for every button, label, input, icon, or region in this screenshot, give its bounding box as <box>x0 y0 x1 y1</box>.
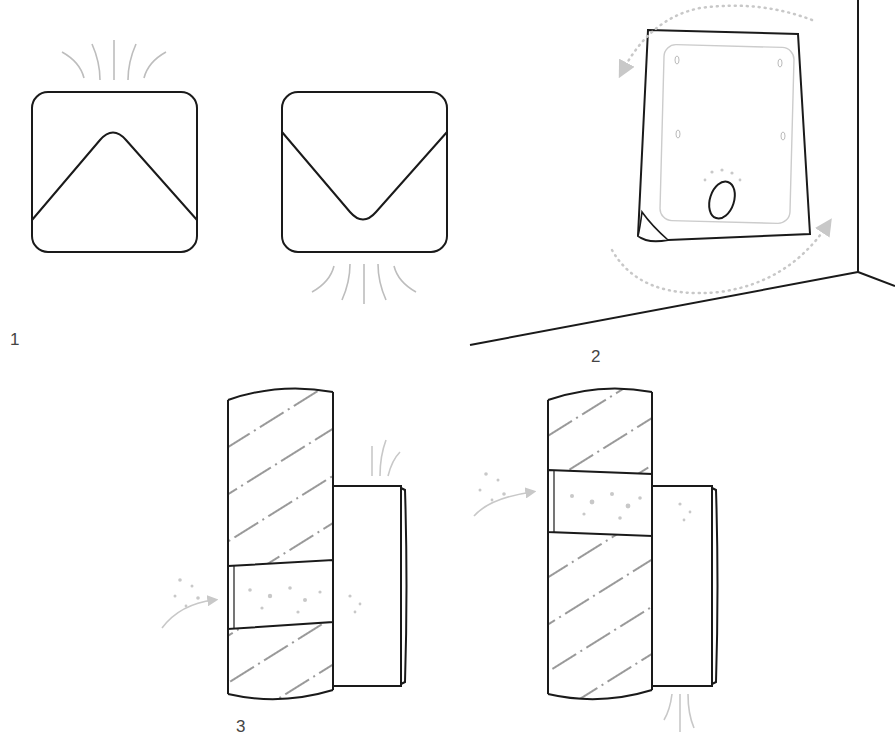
wall-corner <box>470 0 895 345</box>
vent-cover-panel <box>32 92 447 252</box>
wall-section <box>228 388 407 699</box>
air-particles <box>174 472 692 613</box>
air-flow-lines <box>62 40 416 304</box>
callout-number: 3 <box>236 718 245 735</box>
mounting-plate <box>638 30 810 241</box>
wall-section <box>548 388 718 699</box>
callout-number: 2 <box>591 348 600 365</box>
callout-number: 1 <box>10 331 19 348</box>
rotation-arrows <box>612 6 828 293</box>
air-flow-lines <box>162 440 694 732</box>
